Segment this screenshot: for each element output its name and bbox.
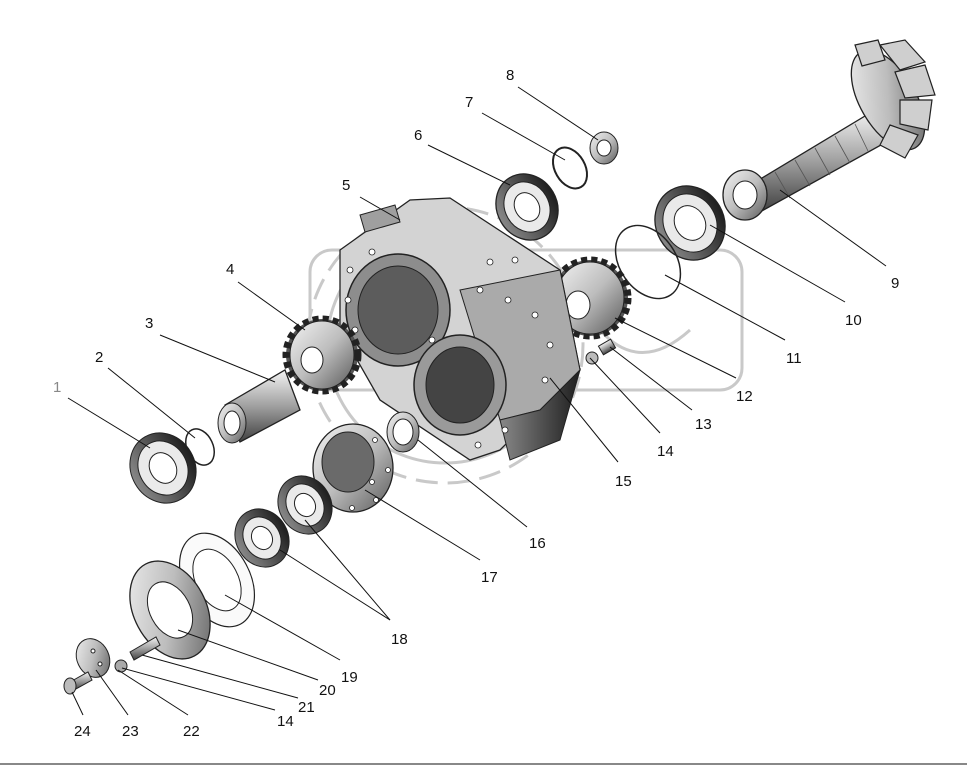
label-12: 12 (736, 388, 753, 405)
label-24: 24 (74, 723, 91, 740)
part-12-gear (548, 256, 632, 340)
part-11-snap-ring (614, 224, 682, 300)
leader-lines (67, 86, 887, 716)
label-7: 7 (465, 94, 473, 111)
part-13-bolt (597, 338, 617, 356)
label-15: 15 (615, 473, 632, 490)
part-17-bearing-cap (312, 423, 394, 513)
label-18: 18 (391, 631, 408, 648)
label-14-lower: 14 (277, 713, 294, 730)
label-4: 4 (226, 261, 234, 278)
label-16: 16 (529, 535, 546, 552)
label-10: 10 (845, 312, 862, 329)
label-14-upper: 14 (657, 443, 674, 460)
part-24-bolt (63, 671, 93, 695)
part-4-gear (282, 315, 362, 395)
label-9: 9 (891, 275, 899, 292)
label-2: 2 (95, 349, 103, 366)
part-18-bearings (234, 475, 333, 568)
part-3-splined-sleeve (217, 369, 301, 444)
label-20: 20 (319, 682, 336, 699)
label-1: 1 (53, 379, 61, 396)
part-6-bearing (495, 173, 559, 241)
part-14-washer-upper (585, 351, 599, 365)
label-3: 3 (145, 315, 153, 332)
part-labels: 1 2 3 4 5 6 7 8 9 10 11 12 13 14 14 15 1… (53, 67, 899, 740)
label-8: 8 (506, 67, 514, 84)
part-9-shaft-bevel-gear (722, 39, 936, 221)
label-21: 21 (298, 699, 315, 716)
part-10-bearing (654, 185, 726, 261)
label-19: 19 (341, 669, 358, 686)
part-21-stud (129, 636, 161, 661)
label-11: 11 (786, 350, 802, 367)
part-1-bearing (129, 432, 197, 504)
part-22-nut (114, 659, 128, 673)
label-23: 23 (122, 723, 139, 740)
label-6: 6 (414, 127, 422, 144)
part-7-snap-ring (551, 146, 589, 190)
label-17: 17 (481, 569, 498, 586)
part-16-seal (386, 411, 420, 453)
label-22: 22 (183, 723, 200, 740)
label-13: 13 (695, 416, 712, 433)
label-5: 5 (342, 177, 350, 194)
part-8-nut (589, 131, 619, 165)
part-23-lock-plate (75, 638, 111, 678)
part-5-housing (339, 197, 582, 461)
